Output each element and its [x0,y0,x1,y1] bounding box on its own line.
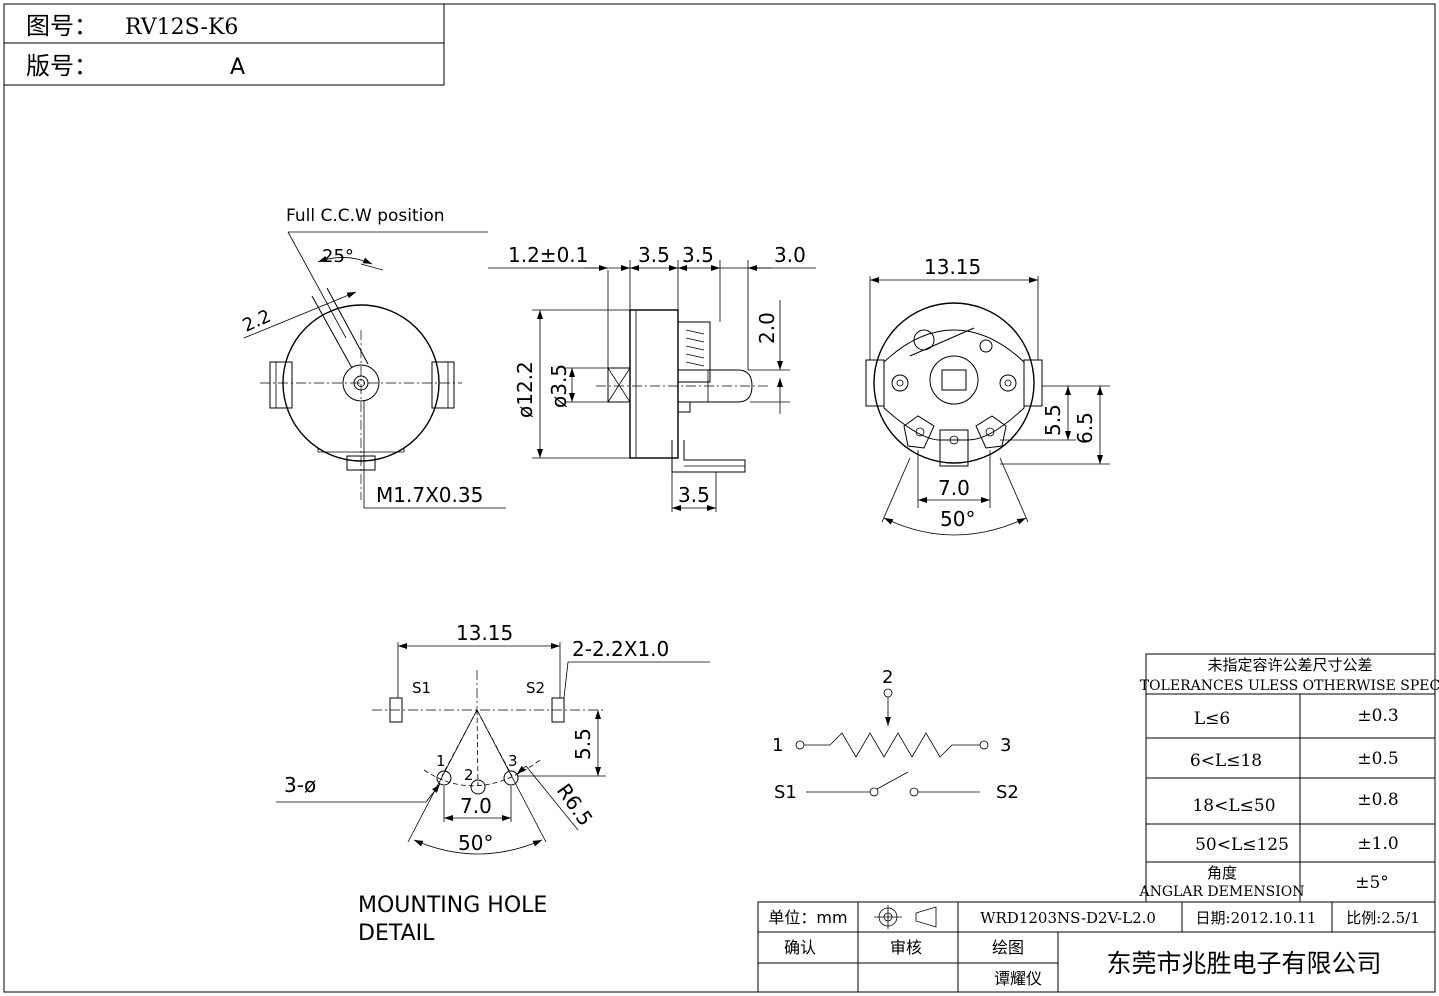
header-box: 图号： RV12S-K6 版号： A [3,3,445,86]
tol-value-4: ±1.0 [1357,834,1398,854]
mount-caption-2: DETAIL [358,921,435,946]
review-label: 审核 [890,938,922,957]
drawing-no: RV12S-K6 [125,15,238,40]
doc-no: WRD1203NS-D2V-L2.0 [980,909,1156,927]
tol-angle-value: ±5° [1355,873,1389,893]
schem-pin-1: 1 [772,735,783,756]
dim-bottom-3-5: 3.5 [678,483,710,507]
hole-2 [470,779,486,795]
rear-view: 13.15 5.5 6.5 7.0 50° [865,255,1110,536]
tol-range-1: L≤6 [1194,709,1230,729]
tol-title-cn: 未指定容许公差尺寸公差 [1207,656,1372,674]
tol-angle-cn: 角度 [1207,864,1237,882]
mount-width: 13.15 [456,621,513,645]
schem-pin-2: 2 [882,667,893,688]
drawn-label: 绘图 [992,938,1024,957]
tol-range-4: 50<L≤125 [1195,835,1289,855]
rear-pitch: 7.0 [938,476,970,500]
company-name: 东莞市兆胜电子有限公司 [1106,949,1381,978]
dia-body: ø12.2 [513,361,537,418]
dia-shaft: ø3.5 [547,364,571,408]
revision-label: 版号： [26,52,98,80]
rear-width: 13.15 [924,255,981,279]
rear-dim-6-5: 6.5 [1073,412,1097,444]
tol-title-en: TOLERANCES ULESS OTHERWISE SPEC [1140,678,1439,694]
hole-label-1: 1 [436,752,446,770]
hole-label-2: 2 [464,766,474,784]
mount-radius: R6.5 [552,779,598,830]
confirm-label: 确认 [784,938,816,957]
dim-2-0: 2.0 [755,312,779,344]
drawing-no-label: 图号： [26,12,98,40]
mounting-detail: 13.15 2-2.2X1.0 S1 S2 1 2 3 5.5 3-ø 7.0 [276,621,710,946]
dim-3-5-b: 3.5 [682,243,714,267]
dim-1-2: 1.2±0.1 [508,243,588,267]
hole-label-3: 3 [508,752,518,770]
projection-symbol-icon [874,905,937,929]
dim-2-2: 2.2 [239,306,274,337]
date: 日期:2012.10.11 [1196,909,1317,927]
thread-note: M1.7X0.35 [376,483,483,507]
tol-value-1: ±0.3 [1357,706,1398,726]
mount-angle: 50° [458,831,493,855]
revision: A [230,55,245,80]
slot-s1: S1 [412,679,431,697]
slot-note: 2-2.2X1.0 [572,637,669,661]
slot-s2: S2 [526,679,545,697]
rear-dim-5-5: 5.5 [1041,404,1065,436]
rear-angle: 50° [940,507,975,531]
tol-value-3: ±0.8 [1357,790,1398,810]
tolerance-table: 未指定容许公差尺寸公差 TOLERANCES ULESS OTHERWISE S… [1138,653,1439,903]
schem-pin-3: 3 [1000,735,1011,756]
unit: 单位：mm [768,908,847,927]
tol-range-2: 6<L≤18 [1190,751,1262,771]
dim-3-5-a: 3.5 [638,243,670,267]
resistor [804,732,980,758]
mount-caption-1: MOUNTING HOLE [358,893,547,918]
angle-25: 25° [322,246,354,267]
scale: 比例:2.5/1 [1346,909,1420,927]
title-block: 单位：mm WRD1203NS-D2V-L2.0 日期:2012.10.11 比… [757,901,1436,993]
mount-pitch: 7.0 [460,794,492,818]
drafter-name: 谭耀仪 [994,969,1042,988]
schem-s2: S2 [996,782,1019,803]
schematic: 2 1 3 S1 S2 [772,667,1019,803]
side-view: 1.2±0.1 3.5 3.5 3.0 2.0 ø12.2 ø3.5 3.5 [488,243,816,512]
schem-s1: S1 [774,782,797,803]
sheet-border [3,3,1436,993]
mount-height: 5.5 [571,728,595,760]
hole-note: 3-ø [284,773,316,797]
tol-angle-en: ANGLAR DEMENSION [1138,884,1304,900]
hole-3 [503,770,519,786]
dim-3-0: 3.0 [774,243,806,267]
tol-value-2: ±0.5 [1357,749,1398,769]
ccw-note: Full C.C.W position [286,206,445,226]
hole-1 [436,770,452,786]
front-view: Full C.C.W position 25° 2.2 M1.7X0.35 [239,206,506,509]
tol-range-3: 18<L≤50 [1192,796,1275,816]
